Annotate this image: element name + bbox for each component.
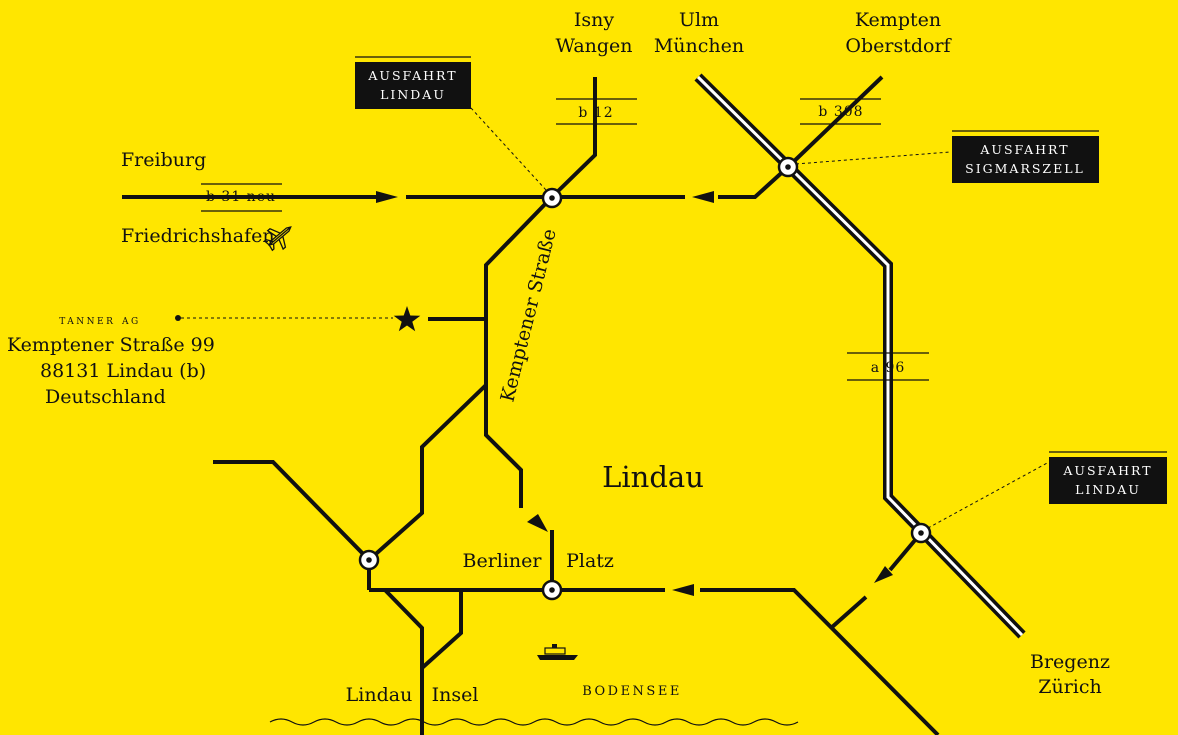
place-labels: Kemptener Straße Lindau Berliner Platz L…	[346, 227, 704, 706]
direction-arrows	[376, 191, 893, 596]
sign-b31-text: b 31 neu	[206, 189, 276, 205]
sign-b12-text: b 12	[578, 105, 613, 121]
label-wangen: Wangen	[555, 35, 632, 57]
exit-lindau-south: AUSFAHRT LINDAU	[927, 451, 1167, 529]
junction-icon	[541, 187, 563, 209]
label-bodensee: BODENSEE	[582, 684, 682, 699]
label-platz: Platz	[566, 550, 614, 572]
sign-b12: b 12	[556, 98, 637, 125]
svg-text:AUSFAHRT: AUSFAHRT	[1062, 463, 1152, 478]
label-friedrichshafen: Friedrichshafen	[121, 225, 275, 247]
svg-text:AUSFAHRT: AUSFAHRT	[979, 142, 1069, 157]
arrow-south-kemptener	[527, 514, 548, 532]
label-bregenz: Bregenz	[1030, 651, 1110, 673]
street-kemptener: Kemptener Straße	[497, 227, 561, 405]
label-ulm: Ulm	[679, 9, 719, 31]
company-country: Deutschland	[45, 386, 166, 408]
svg-text:AUSFAHRT: AUSFAHRT	[367, 68, 457, 83]
arrow-southwest-exit	[874, 566, 893, 583]
svg-text:SIGMARSZELL: SIGMARSZELL	[965, 161, 1085, 176]
company-city: 88131 Lindau (b)	[40, 360, 206, 382]
junction-icon	[910, 522, 932, 544]
label-lindau: Lindau	[346, 684, 413, 706]
arrow-west-b31	[692, 191, 714, 203]
ship-icon	[537, 644, 578, 660]
sign-a96-text: a 96	[871, 360, 906, 376]
exit-sigmarszell: AUSFAHRT SIGMARSZELL	[795, 130, 1099, 183]
road-signs: b 12 b 308 b 31 neu a 96	[201, 98, 929, 381]
svg-text:LINDAU: LINDAU	[1075, 482, 1141, 497]
company-street: Kemptener Straße 99	[7, 334, 215, 356]
sign-a96: a 96	[847, 352, 929, 381]
sign-b308-text: b 308	[818, 104, 863, 120]
company-address: tanner ag Kemptener Straße 99 88131 Lind…	[7, 313, 215, 408]
junction-icon	[777, 156, 799, 178]
direction-labels: Isny Wangen Ulm München Kempten Oberstdo…	[121, 9, 1110, 698]
junction-icon	[358, 549, 380, 571]
arrow-west-bottom	[672, 584, 694, 596]
label-zuerich: Zürich	[1038, 676, 1101, 698]
sign-b31: b 31 neu	[201, 183, 282, 212]
label-freiburg: Freiburg	[121, 149, 206, 171]
label-muenchen: München	[654, 35, 744, 57]
label-isny: Isny	[574, 9, 614, 31]
company-name: tanner ag	[59, 313, 140, 328]
star-icon	[393, 306, 421, 332]
lake-shoreline	[269, 718, 799, 726]
sign-b308: b 308	[800, 98, 881, 125]
label-kempten: Kempten	[855, 9, 941, 31]
junction-icon	[541, 579, 563, 601]
label-insel: Insel	[432, 684, 479, 706]
label-berliner: Berliner	[462, 550, 542, 572]
label-oberstdorf: Oberstdorf	[845, 35, 952, 57]
airplane-icon	[263, 226, 292, 252]
arrow-east-b31	[376, 191, 398, 203]
exit-lindau-north: AUSFAHRT LINDAU	[355, 56, 547, 191]
label-city-lindau: Lindau	[602, 460, 704, 494]
junctions	[358, 156, 932, 601]
svg-text:LINDAU: LINDAU	[380, 87, 446, 102]
roads	[122, 75, 940, 735]
